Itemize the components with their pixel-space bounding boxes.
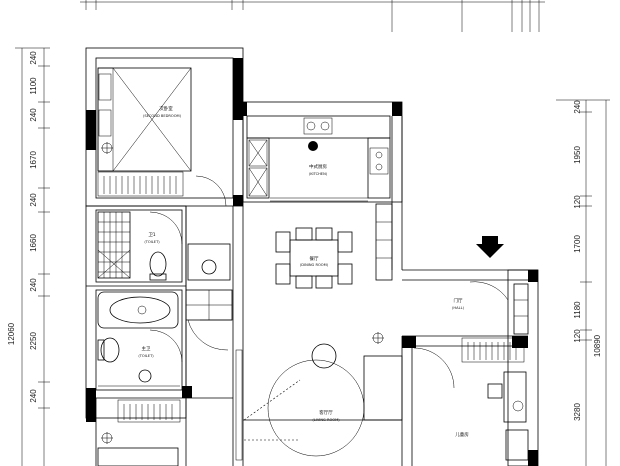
room-sub-bathroom-2: (TOILET) <box>138 354 154 358</box>
room-sub-bathroom-1: (TOILET) <box>144 240 160 244</box>
left-dim-segment: 2250 <box>29 332 38 350</box>
left-dim-segment: 1100 <box>29 77 38 95</box>
master-bedroom-partial <box>97 399 181 466</box>
sink-icon <box>303 117 333 135</box>
rug <box>267 359 365 457</box>
lamp-icon <box>311 343 337 369</box>
room-sub-kitchen: (KITCHEN) <box>309 172 328 176</box>
room-name-hall: 门厅 <box>454 297 463 304</box>
entry-hall: 门厅 (HALL) <box>363 236 529 421</box>
left-dim-segment: 240 <box>29 389 38 403</box>
left-dim-segment: 1660 <box>29 234 38 252</box>
room-name-dining: 餐厅 <box>310 255 319 262</box>
wardrobe-hangers <box>103 176 177 194</box>
left-dimension-line: 240 1100 240 1670 240 1660 240 2250 240 … <box>7 47 50 466</box>
right-dim-segment: 120 <box>573 195 582 209</box>
right-dim-segment: 3280 <box>573 403 582 421</box>
basin-icon <box>138 369 152 383</box>
left-dim-segment: 240 <box>29 108 38 122</box>
walls <box>85 47 539 466</box>
shower-tray <box>97 211 131 279</box>
chair <box>487 383 503 399</box>
stove-icon <box>369 147 389 175</box>
kids-room: 儿童房 <box>413 337 529 461</box>
right-dim-total: 10890 <box>593 334 602 357</box>
left-dim-segment: 240 <box>29 51 38 65</box>
room-sub-secondary-bedroom: (SECOND BEDROOM) <box>143 114 182 118</box>
wardrobe <box>117 399 181 423</box>
left-dim-segment: 240 <box>29 278 38 292</box>
door-swing <box>195 175 227 207</box>
ceiling-light-icon <box>512 400 524 412</box>
right-dim-segment: 1700 <box>573 235 582 253</box>
wardrobe <box>461 337 525 363</box>
bathtub <box>97 291 179 329</box>
arrow-down-icon <box>476 236 504 258</box>
room-sub-hall: (HALL) <box>452 306 465 310</box>
room-sub-dining: (DINING ROOM) <box>300 263 329 267</box>
shoe-cabinet <box>513 283 529 335</box>
room-name-kids: 儿童房 <box>455 431 469 438</box>
basin-icon <box>201 259 217 275</box>
pipe-icon <box>308 141 318 151</box>
kitchen-counter <box>246 115 391 139</box>
left-dim-segment: 240 <box>29 193 38 207</box>
left-dim-total: 12060 <box>7 322 16 345</box>
desk <box>503 371 527 423</box>
bed <box>505 429 529 461</box>
room-name-kitchen: 中式厨房 <box>309 163 327 170</box>
right-dim-segment: 120 <box>573 329 582 343</box>
room-name-bathroom-2: 主卫 <box>142 345 151 352</box>
bathroom-1: 卫1 (TOILET) <box>97 211 231 281</box>
room-name-secondary-bedroom: 次卧室 <box>159 105 173 112</box>
right-dim-segment: 1180 <box>573 301 582 319</box>
bed <box>97 67 192 172</box>
storage-cabinet <box>375 203 393 281</box>
secondary-bedroom: 次卧室 (SECOND BEDROOM) <box>97 67 227 207</box>
sofa <box>363 355 403 421</box>
toilet-icon <box>100 337 120 363</box>
toilet-icon <box>149 251 167 277</box>
kitchen: 中式厨房 (KITCHEN) <box>246 115 391 202</box>
room-sub-living: (LIVING ROOM) <box>312 418 340 422</box>
room-name-living: 客厅厅 <box>319 409 333 416</box>
bed <box>97 447 179 466</box>
bathroom-2: 主卫 (TOILET) <box>97 289 233 387</box>
right-dim-segment: 240 <box>573 100 582 114</box>
right-dimension-line: 240 1950 120 1700 1180 120 3280 10890 <box>556 99 610 466</box>
room-name-bathroom-1: 卫1 <box>148 232 155 238</box>
right-dim-segment: 1950 <box>573 146 582 164</box>
top-dimension-line <box>80 0 545 32</box>
vanity <box>187 243 231 281</box>
wardrobe <box>97 171 184 197</box>
left-dim-segment: 1670 <box>29 151 38 169</box>
dining-table <box>289 239 339 277</box>
living-room: 客厅厅 (LIVING ROOM) <box>243 343 365 457</box>
corridor <box>187 319 243 461</box>
dining-area: 餐厅 (DINING ROOM) <box>275 203 393 289</box>
